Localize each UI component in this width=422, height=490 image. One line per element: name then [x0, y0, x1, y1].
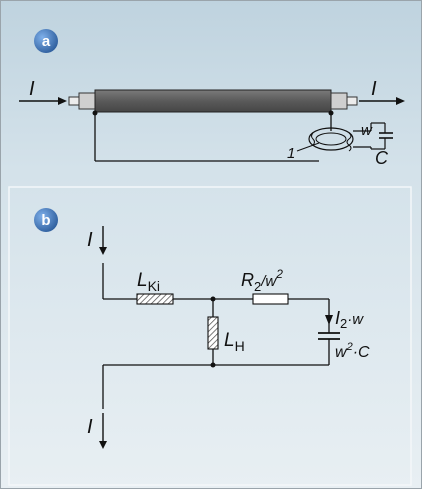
right-clamp — [330, 92, 348, 110]
badge-b: b — [34, 208, 58, 232]
ref-1-label: 1 — [287, 145, 295, 162]
capacitor-b-label: w2·C — [335, 341, 370, 361]
badge-b-circle — [34, 208, 58, 232]
capacitor-circuit — [353, 122, 393, 150]
lki-label: LKi — [137, 270, 160, 294]
resistor-r2 — [252, 293, 289, 305]
badge-a-label: a — [42, 33, 51, 50]
current-top-arrow — [99, 226, 107, 255]
panel-b: b I LKi R2/w2 LH — [34, 208, 370, 449]
current-bottom-label: I — [87, 416, 93, 438]
ref-1-leader — [296, 142, 320, 152]
sense-wire — [94, 112, 332, 162]
conductor-rod — [94, 89, 332, 113]
lh-label: LH — [224, 330, 245, 354]
r2-label: R2/w2 — [241, 267, 283, 294]
left-terminal — [68, 96, 80, 106]
badge-b-label: b — [41, 212, 50, 229]
panel-a: a I I — [19, 29, 405, 168]
inductor-lh — [207, 316, 219, 350]
current-top-label: I — [87, 229, 93, 251]
left-clamp — [78, 92, 96, 110]
capacitor-label: C — [375, 148, 389, 168]
capacitor-b — [318, 332, 340, 340]
inductor-lki — [136, 293, 174, 305]
toroid-coil — [308, 127, 354, 152]
junction-left — [92, 110, 98, 116]
node-top — [210, 296, 216, 302]
current-in-label: I — [29, 78, 35, 100]
current-bottom-arrow — [99, 413, 107, 449]
node-bottom — [210, 362, 216, 368]
i2-arrow — [325, 315, 333, 325]
current-in-arrow — [19, 97, 67, 105]
right-terminal — [346, 96, 358, 106]
current-out-label: I — [371, 78, 377, 100]
junction-right — [328, 110, 334, 116]
badge-a-circle — [34, 29, 58, 53]
panel-b-frame — [8, 186, 412, 486]
badge-a: a — [34, 29, 58, 53]
current-out-arrow — [359, 97, 405, 105]
i2-label: I2·w — [335, 308, 364, 331]
